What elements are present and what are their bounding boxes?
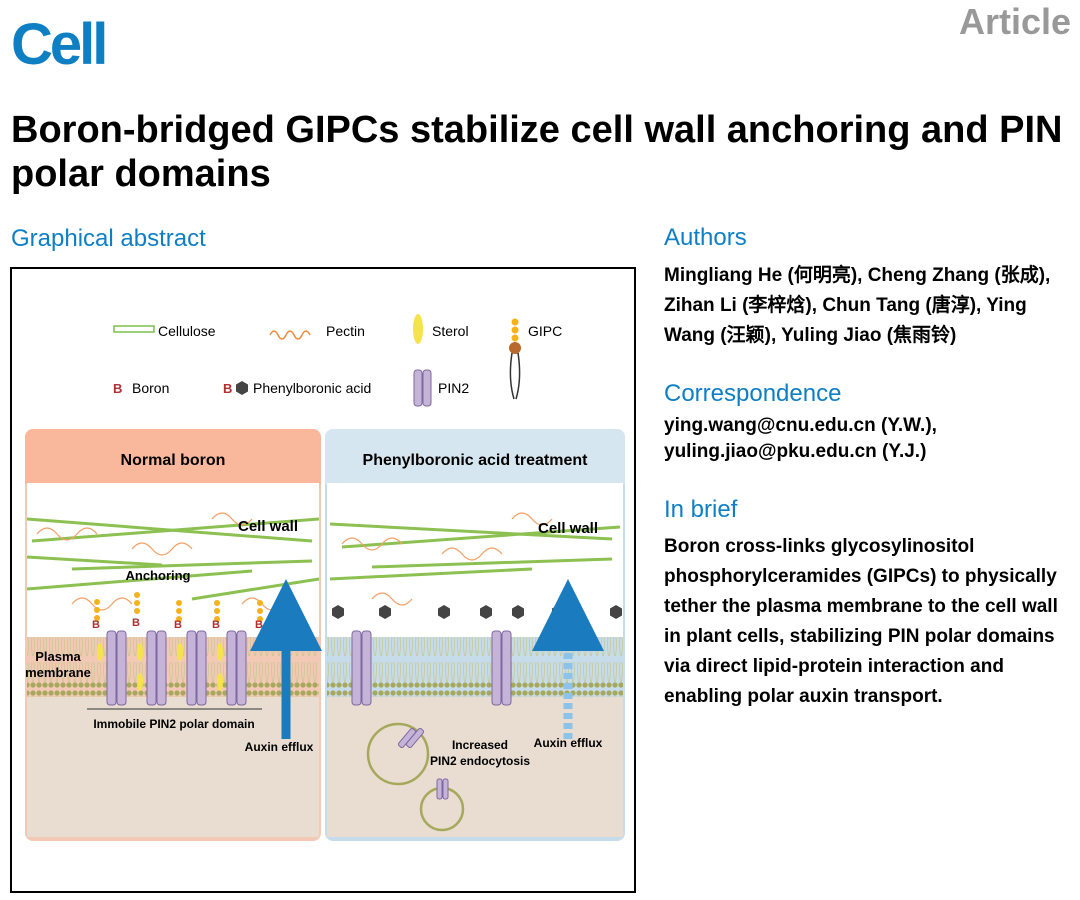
left-panel-header: Normal boron <box>121 452 226 469</box>
svg-text:B: B <box>223 381 232 396</box>
right-panel-phenylboronic-acid: Phenylboronic acid treatment Cell wall <box>325 429 625 841</box>
sterol-legend-icon <box>413 314 423 344</box>
svg-text:B: B <box>92 619 100 631</box>
graphical-abstract-heading: Graphical abstract <box>11 225 206 252</box>
legend-boron-label: Boron <box>132 380 169 396</box>
cellulose-legend-icon <box>113 325 155 333</box>
anchoring-label: Anchoring <box>126 568 191 583</box>
endocytic-vesicle-1 <box>366 722 430 786</box>
right-cell-wall-label: Cell wall <box>538 520 598 537</box>
endocytosis-label-line2: PIN2 endocytosis <box>430 754 530 768</box>
svg-text:B: B <box>174 619 182 631</box>
graphical-abstract-figure: Cellulose Pectin Sterol GIPC B Boron B P… <box>10 267 636 893</box>
email-link-ywang[interactable]: ying.wang@cnu.edu.cn (Y.W.), <box>664 415 937 436</box>
legend-pectin-label: Pectin <box>326 323 365 339</box>
cell-wall-fibres-right <box>329 522 621 581</box>
plasma-membrane-label-line2: membrane <box>25 665 91 680</box>
correspondence-heading: Correspondence <box>664 380 842 407</box>
svg-text:B: B <box>132 617 140 629</box>
legend-sterol-label: Sterol <box>432 323 469 339</box>
svg-text:B: B <box>212 619 220 631</box>
endocytosis-label-line1: Increased <box>452 738 508 752</box>
in-brief-heading: In brief <box>664 496 738 523</box>
graphical-abstract-illustration: Cellulose Pectin Sterol GIPC B Boron B P… <box>25 314 625 841</box>
legend-gipc-label: GIPC <box>528 323 562 339</box>
phenylboronic-acid-legend-icon: B <box>223 381 248 396</box>
legend-phenylboronic-acid-label: Phenylboronic acid <box>253 380 371 396</box>
correspondence-emails: ying.wang@cnu.edu.cn (Y.W.), yuling.jiao… <box>664 413 1076 465</box>
authors-list: Mingliang He (何明亮), Cheng Zhang (张成), Zi… <box>664 265 1051 346</box>
left-cell-wall-label: Cell wall <box>238 518 298 535</box>
right-panel-header: Phenylboronic acid treatment <box>363 452 589 469</box>
pin2-legend-icon <box>413 369 432 407</box>
authors-heading: Authors <box>664 224 747 251</box>
journal-logo: Cell <box>11 12 108 77</box>
left-panel-normal-boron: Normal boron Cell wall Anchoring <box>25 429 322 841</box>
gipc-legend-icon <box>509 318 521 400</box>
right-auxin-efflux-label: Auxin efflux <box>534 736 603 750</box>
pin2-dispersed-right <box>351 630 512 706</box>
legend-pin2-label: PIN2 <box>438 380 469 396</box>
legend-cellulose-label: Cellulose <box>158 323 216 339</box>
cell-wall-fibres <box>26 517 320 601</box>
plasma-membrane-label-line1: Plasma <box>35 649 81 664</box>
polar-domain-label: Immobile PIN2 polar domain <box>93 717 254 731</box>
svg-text:B: B <box>255 619 263 631</box>
in-brief-text: Boron cross-links glycosylinositol phosp… <box>664 536 1058 707</box>
pectin-legend-icon <box>269 330 311 340</box>
left-auxin-efflux-label: Auxin efflux <box>245 740 314 754</box>
article-type-label: Article <box>958 1 1071 42</box>
pin2-polar-domain-left <box>106 630 247 706</box>
boron-legend-icon: B <box>113 381 122 396</box>
email-link-yjiao[interactable]: yuling.jiao@pku.edu.cn (Y.J.) <box>664 441 927 462</box>
paper-title: Boron-bridged GIPCs stabilize cell wall … <box>11 109 1063 195</box>
legend: Cellulose Pectin Sterol GIPC B Boron B P… <box>113 314 562 407</box>
